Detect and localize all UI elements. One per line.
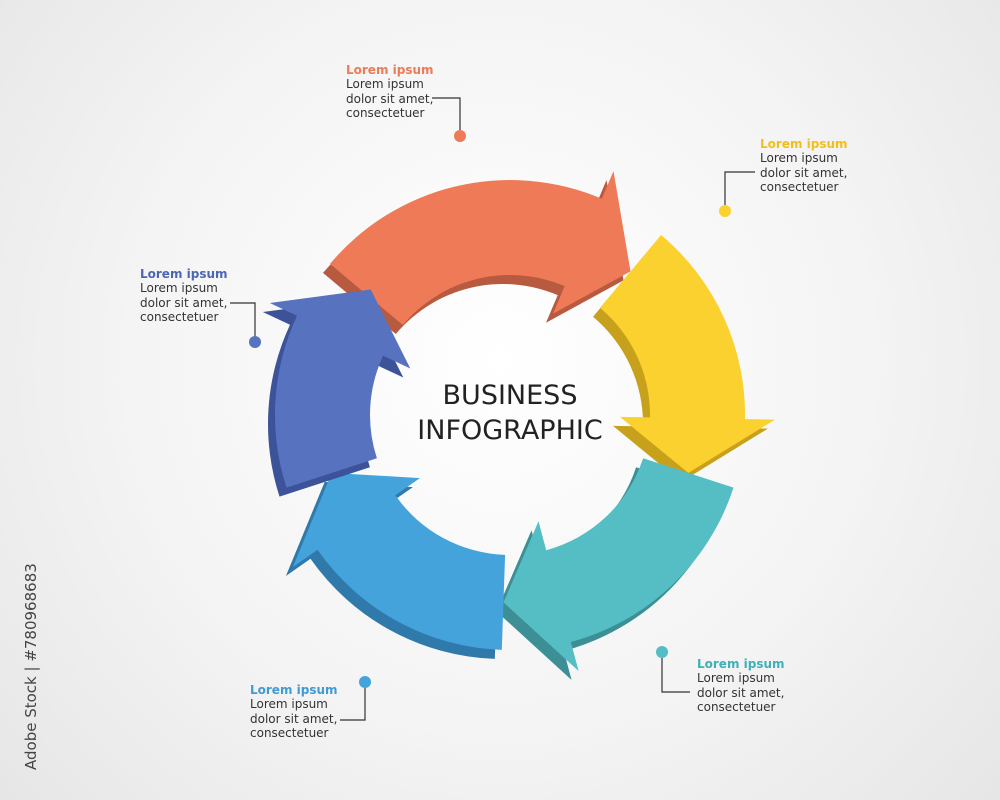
label-blue-line3: consectetuer — [250, 726, 329, 740]
label-connectors — [230, 97, 755, 721]
cycle-arrows — [262, 171, 775, 680]
label-blue-line1: Lorem ipsum — [250, 697, 328, 711]
label-blue-line2: dolor sit amet, — [250, 711, 338, 726]
connector-line-orange — [432, 97, 461, 130]
connector-dot-orange — [454, 130, 466, 142]
connector-dot-blue — [359, 676, 371, 688]
arrow-orange — [330, 171, 631, 325]
center-title: BUSINESS INFOGRAPHIC — [380, 378, 640, 448]
stock-credit: Adobe Stock | #780968683 — [22, 563, 40, 770]
label-yellow: Lorem ipsum Lorem ipsum dolor sit amet, … — [760, 137, 890, 195]
label-blue-title: Lorem ipsum — [250, 683, 338, 697]
connector-line-yellow — [724, 171, 755, 205]
arrow-teal — [503, 458, 734, 671]
label-teal-line1: Lorem ipsum — [697, 671, 775, 685]
connector-dot-teal — [656, 646, 668, 658]
center-title-line1: BUSINESS — [442, 380, 578, 411]
label-teal-title: Lorem ipsum — [697, 657, 785, 671]
center-title-line2: INFOGRAPHIC — [417, 415, 603, 446]
label-yellow-line1: Lorem ipsum — [760, 151, 838, 165]
label-navy-title: Lorem ipsum — [140, 267, 228, 281]
label-orange-line1: Lorem ipsum — [346, 77, 424, 91]
connector-line-blue — [340, 688, 366, 721]
label-teal-line3: consectetuer — [697, 700, 776, 714]
label-yellow-line3: consectetuer — [760, 180, 839, 194]
arrow-blue — [292, 472, 506, 650]
label-orange-title: Lorem ipsum — [346, 63, 434, 77]
label-teal-line2: dolor sit amet, — [697, 685, 785, 700]
connector-line-teal — [661, 658, 690, 693]
label-navy: Lorem ipsum Lorem ipsum dolor sit amet, … — [140, 267, 270, 325]
label-teal: Lorem ipsum Lorem ipsum dolor sit amet, … — [697, 657, 827, 715]
connector-line-navy — [230, 302, 256, 336]
label-navy-line2: dolor sit amet, — [140, 295, 228, 310]
arrow-navy — [269, 289, 411, 488]
label-blue: Lorem ipsum Lorem ipsum dolor sit amet, … — [250, 683, 380, 741]
label-navy-line1: Lorem ipsum — [140, 281, 218, 295]
label-orange-line3: consectetuer — [346, 106, 425, 120]
arrow-yellow — [600, 235, 775, 473]
label-yellow-title: Lorem ipsum — [760, 137, 848, 151]
label-orange: Lorem ipsum Lorem ipsum dolor sit amet, … — [346, 63, 476, 121]
label-orange-line2: dolor sit amet, — [346, 91, 434, 106]
label-yellow-line2: dolor sit amet, — [760, 165, 848, 180]
label-navy-line3: consectetuer — [140, 310, 219, 324]
connector-dot-yellow — [719, 205, 731, 217]
connector-dot-navy — [249, 336, 261, 348]
